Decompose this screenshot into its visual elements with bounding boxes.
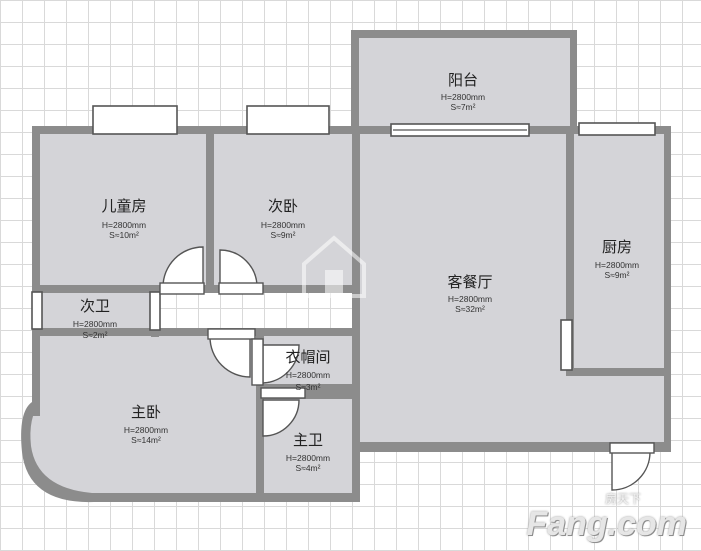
door-kids-room-leaf: [159, 282, 205, 295]
room-name-living-dining: 客餐厅: [447, 273, 492, 291]
room-height-balcony: H=2800mm: [441, 92, 485, 102]
floor-living-lower: [359, 372, 664, 442]
window-bath-inner: [149, 291, 161, 331]
room-floors: [29, 37, 664, 495]
window-kitchen: [578, 122, 656, 136]
room-area-kitchen: S≈9m²: [605, 270, 630, 280]
room-area-master-bath: S≈4m²: [296, 463, 321, 473]
windows: [31, 105, 656, 371]
door-cloakroom-swing: [262, 344, 300, 384]
window-second-bath: [31, 291, 43, 330]
room-height-master-bath: H=2800mm: [286, 453, 330, 463]
room-height-living-dining: H=2800mm: [448, 294, 492, 304]
room-name-balcony: 阳台: [448, 71, 478, 89]
balcony-slider: [390, 123, 530, 137]
room-area-cloakroom: S≈3m²: [296, 382, 321, 392]
door-master-bedroom-leaf: [207, 328, 256, 340]
room-height-cloakroom: H=2800mm: [286, 370, 330, 380]
door-second-bedroom-leaf: [218, 282, 264, 295]
doors: [159, 246, 655, 491]
wall-bath-top: [256, 391, 360, 399]
room-height-kitchen: H=2800mm: [595, 260, 639, 270]
room-area-second-bath: S≈2m²: [83, 330, 108, 340]
room-name-cloakroom: 衣帽间: [285, 348, 330, 366]
label-master-bedroom: 主卧 H=2800mm S≈14m²: [124, 403, 168, 445]
wall-kids-second: [206, 126, 214, 292]
wall-master-top: [32, 328, 360, 336]
door-master-bath-leaf: [260, 387, 306, 399]
wall-living-bottom: [359, 442, 671, 452]
wall-right: [664, 126, 671, 452]
floor-master-bedroom: [29, 336, 257, 495]
room-name-second-bedroom: 次卧: [268, 197, 298, 215]
wall-second-living: [352, 126, 360, 502]
wall-balcony-top: [351, 30, 577, 38]
label-kids-room: 儿童房 H=2800mm S≈10m²: [101, 197, 146, 240]
watermark-brand-cn: 房天下: [604, 492, 641, 506]
door-entrance-leaf: [609, 442, 655, 454]
window-kids-room: [92, 105, 178, 135]
wall-top-left: [32, 126, 360, 134]
label-second-bath: 次卫 H=2800mm S≈2m²: [73, 297, 117, 340]
wall-bottom-mid: [88, 493, 360, 502]
room-name-master-bedroom: 主卧: [131, 403, 161, 421]
room-labels: 阳台 H=2800mm S≈7m² 儿童房 H=2800mm S≈10m² 次卧…: [73, 71, 639, 473]
room-name-master-bath: 主卫: [293, 431, 323, 449]
room-name-kitchen: 厨房: [602, 238, 632, 256]
door-master-bedroom-swing: [209, 336, 251, 378]
watermark-brand: Fang.com: [526, 505, 687, 543]
room-height-master-bedroom: H=2800mm: [124, 425, 168, 435]
floor-second-bath: [39, 292, 152, 328]
label-second-bedroom: 次卧 H=2800mm S≈9m²: [261, 197, 305, 240]
wall-bay: [21, 402, 94, 503]
room-area-balcony: S≈7m²: [451, 102, 476, 112]
label-cloakroom: 衣帽间 H=2800mm S≈3m²: [285, 348, 330, 392]
room-area-second-bedroom: S≈9m²: [271, 230, 296, 240]
wall-living-kitchen: [566, 126, 574, 376]
room-area-master-bedroom: S≈14m²: [131, 435, 161, 445]
wall-cloak-bottom: [256, 384, 360, 392]
wall-kitchen-bottom: [566, 368, 671, 376]
wall-left: [32, 126, 40, 416]
wall-balcony-left: [351, 30, 359, 134]
house-logo-icon: [302, 235, 366, 298]
room-area-living-dining: S≈32m²: [455, 304, 485, 314]
floor-kitchen: [573, 133, 664, 368]
window-living-right: [560, 319, 573, 371]
label-kitchen: 厨房 H=2800mm S≈9m²: [595, 238, 639, 280]
house-logo-door-icon: [325, 270, 343, 296]
room-height-second-bedroom: H=2800mm: [261, 220, 305, 230]
door-cloakroom-leaf: [251, 338, 264, 386]
room-name-kids-room: 儿童房: [101, 197, 146, 215]
door-entrance-swing: [611, 451, 651, 491]
floor-balcony: [359, 37, 570, 129]
room-area-kids-room: S≈10m²: [109, 230, 139, 240]
watermark-logo: [302, 235, 366, 298]
room-height-second-bath: H=2800mm: [73, 319, 117, 329]
label-living-dining: 客餐厅 H=2800mm S≈32m²: [447, 273, 492, 314]
wall-balcony-right: [570, 30, 577, 134]
wall-master-right: [256, 328, 264, 502]
label-master-bath: 主卫 H=2800mm S≈4m²: [286, 431, 330, 473]
door-master-bath-swing: [262, 399, 300, 437]
label-balcony: 阳台 H=2800mm S≈7m²: [441, 71, 485, 112]
room-name-second-bath: 次卫: [80, 297, 110, 315]
window-second-bedroom: [246, 105, 330, 135]
room-height-kids-room: H=2800mm: [102, 220, 146, 230]
